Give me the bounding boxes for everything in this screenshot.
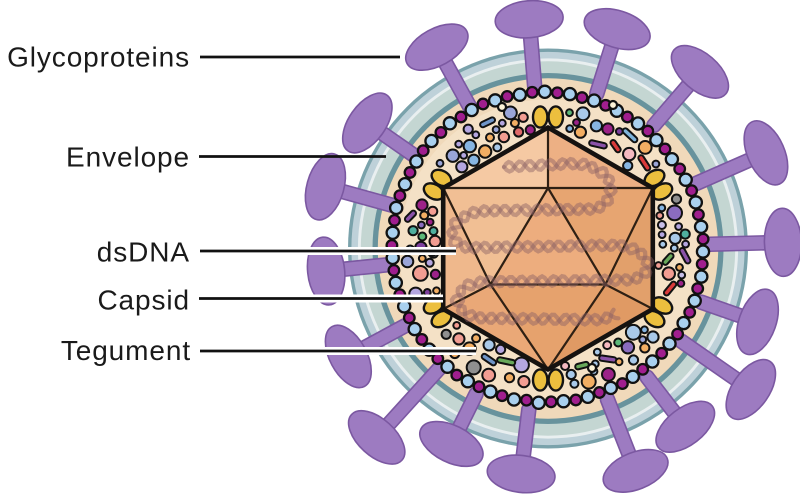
svg-text:Envelope: Envelope <box>66 142 190 173</box>
svg-text:Glycoproteins: Glycoproteins <box>7 42 190 73</box>
svg-text:dsDNA: dsDNA <box>97 236 190 267</box>
svg-text:Capsid: Capsid <box>97 285 190 316</box>
svg-text:Tegument: Tegument <box>61 335 191 366</box>
